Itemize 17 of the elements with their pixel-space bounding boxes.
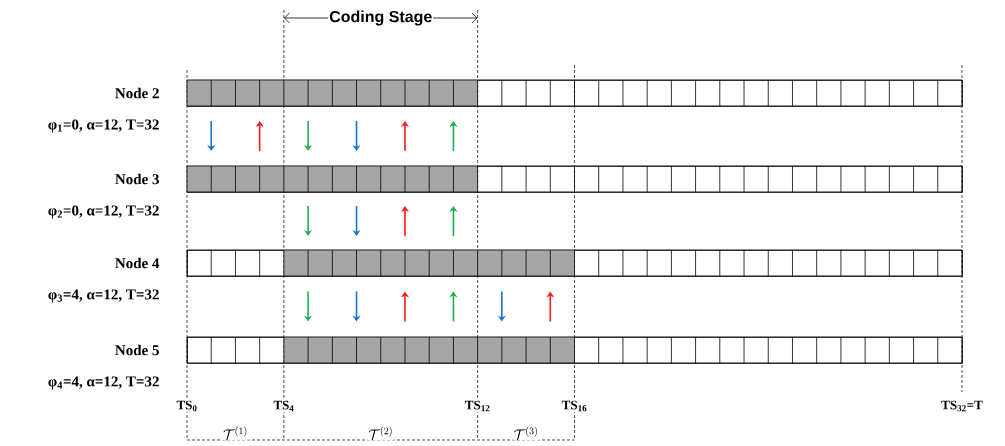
parameter-label: φ$_{4}$=4, α=12, T=32 — [48, 376, 159, 390]
parameter-label: φ$_{1}$=0, α=12, T=32 — [48, 119, 159, 133]
time-slot-label: TS$_{0}$ — [175, 399, 199, 413]
parameter-label: φ$_{3}$=4, α=12, T=32 — [48, 289, 159, 303]
time-slot-label: TS$_{12}$ — [463, 399, 492, 413]
interval-label: $\mathcal{T}^{(3)}$ — [512, 425, 540, 441]
parameter-label: φ$_{2}$=0, α=12, T=32 — [48, 205, 159, 219]
time-slot-label: TS$_{4}$ — [272, 399, 296, 413]
interval-label: $\mathcal{T}^{(2)}$ — [367, 425, 395, 441]
interval-label: $\mathcal{T}^{(1)}$ — [222, 425, 249, 441]
time-slot-label: TS$_{16}$ — [560, 399, 589, 413]
time-slot-label: TS$_{32}$=T — [940, 399, 984, 413]
row-label: Node 2 — [115, 87, 159, 99]
row-label: Node 3 — [115, 173, 159, 185]
stage-label: Coding Stage — [328, 9, 434, 27]
row-label: Node 5 — [115, 344, 159, 356]
row-label: Node 4 — [115, 257, 160, 269]
